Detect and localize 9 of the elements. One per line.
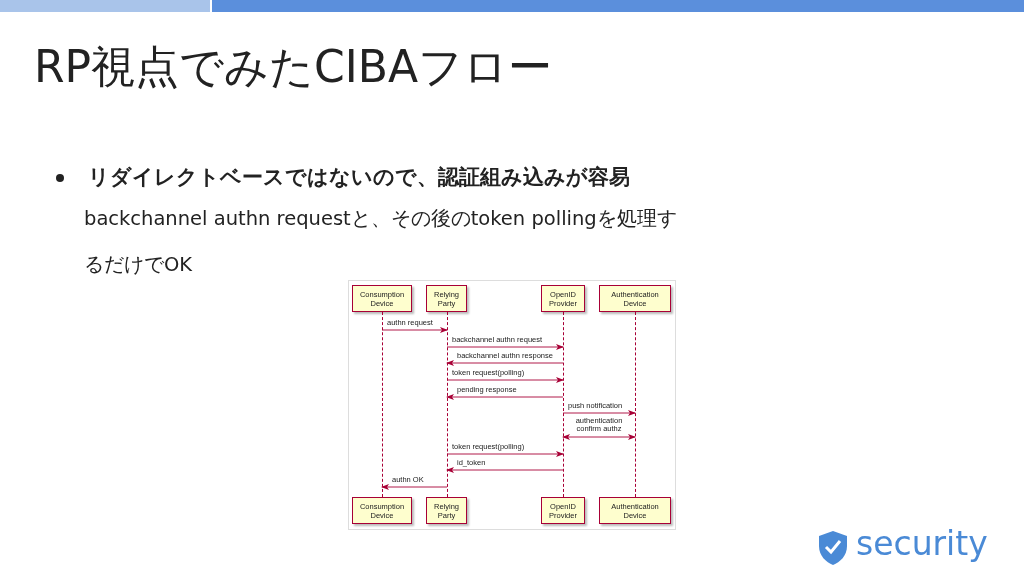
lifeline	[562, 312, 564, 497]
tag-label: security	[856, 524, 988, 563]
lifeline	[381, 312, 383, 497]
bullet-heading: リダイレクトベースではないので、認証組み込みが容易	[88, 164, 630, 191]
message-arrow	[562, 434, 636, 440]
body-text: backchannel authn requestと、その後のtoken pollingを処理するだけでOK	[84, 206, 678, 278]
lifeline	[446, 312, 448, 497]
slide-title: RP視点でみたCIBAフロー	[34, 40, 553, 94]
lifeline	[634, 312, 636, 497]
